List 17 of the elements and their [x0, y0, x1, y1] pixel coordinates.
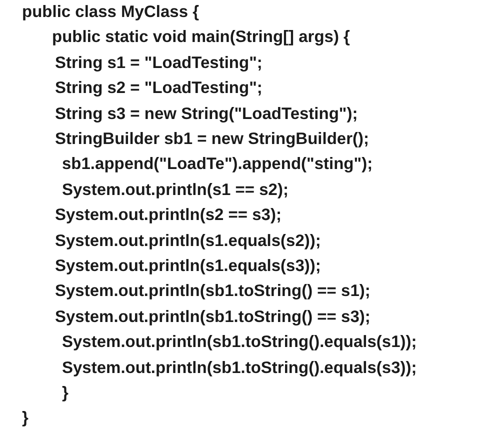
code-line: System.out.println(s1 == s2);	[62, 180, 288, 200]
code-line: public static void main(String[] args) {	[52, 27, 350, 48]
code-line: StringBuilder sb1 = new StringBuilder();	[55, 129, 369, 149]
code-line: System.out.println(s2 == s3);	[55, 205, 282, 226]
code-line: }	[22, 408, 28, 428]
code-line: }	[62, 383, 68, 403]
code-line: System.out.println(s1.equals(s3));	[55, 256, 321, 276]
code-line: System.out.println(sb1.toString().equals(s3));	[62, 358, 417, 378]
code-line: System.out.println(sb1.toString() == s3);	[55, 306, 370, 327]
code-line: String s3 = new String("LoadTesting");	[55, 104, 358, 124]
code-line: public class MyClass {	[22, 2, 199, 22]
code-line: System.out.println(s1.equals(s2));	[55, 230, 321, 251]
code-line: String s1 = "LoadTesting";	[55, 52, 262, 73]
code-line: sb1.append("LoadTe").append("sting");	[62, 154, 373, 174]
code-line: System.out.println(sb1.toString() == s1);	[55, 281, 370, 302]
code-line: System.out.println(sb1.toString().equals(s1));	[62, 332, 417, 352]
code-line: String s2 = "LoadTesting";	[55, 78, 262, 98]
